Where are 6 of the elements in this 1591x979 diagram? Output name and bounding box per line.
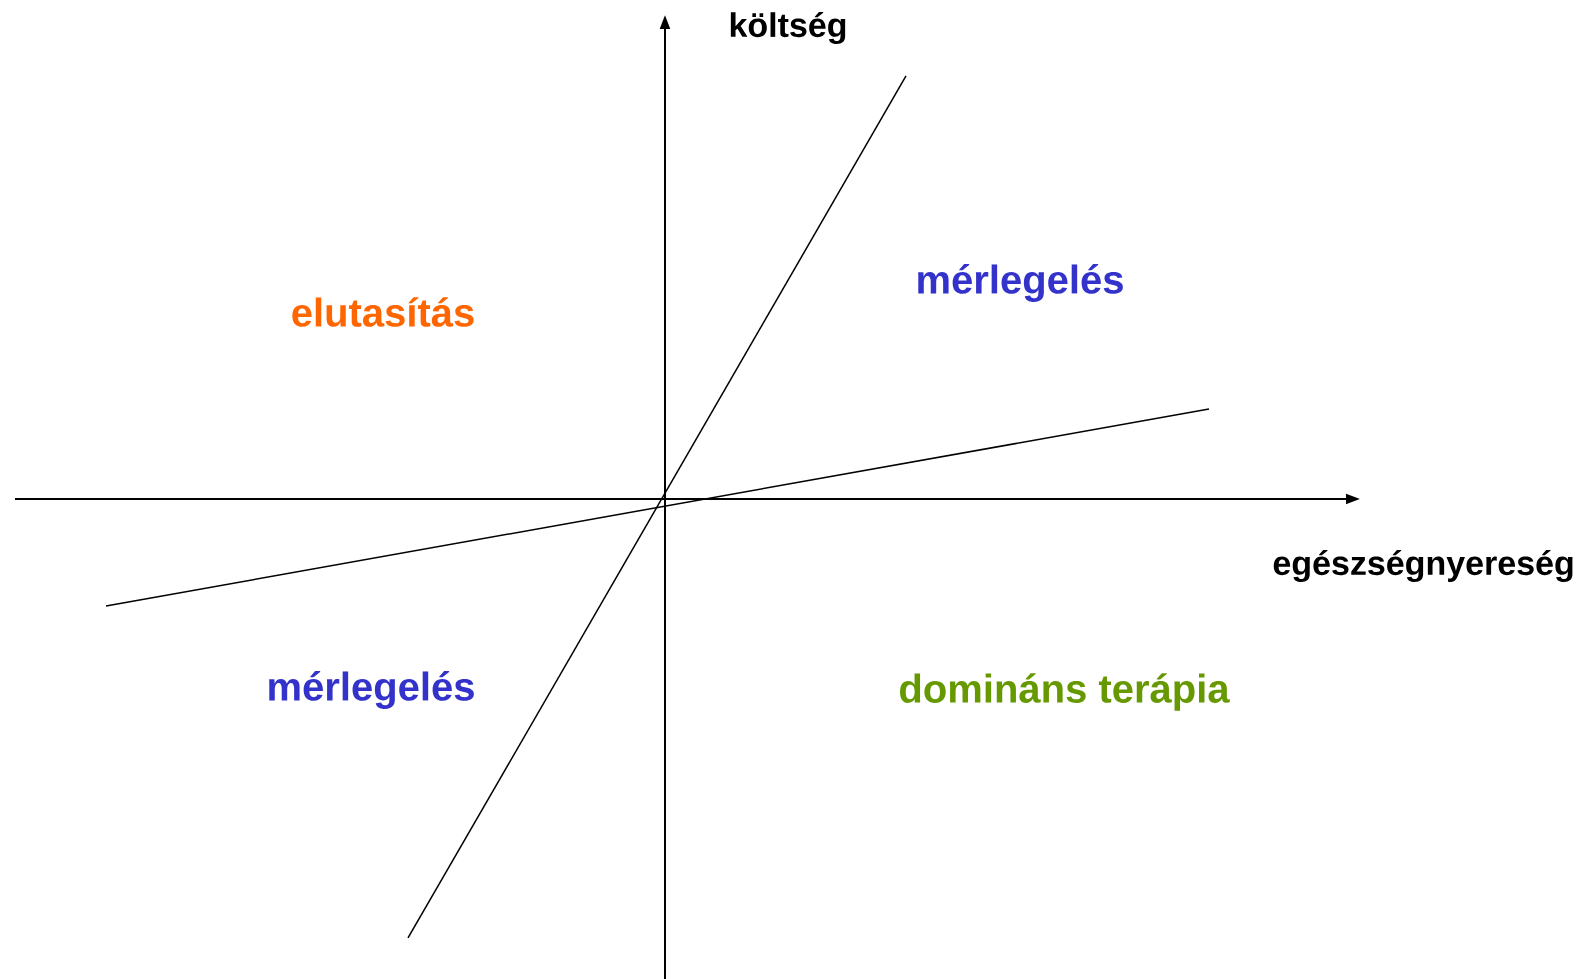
axis-label: költség	[730, 11, 846, 45]
axis-label: egészségnyereség	[1273, 549, 1573, 583]
region-label: mérlegelés	[269, 671, 474, 709]
region-label: mérlegelés	[918, 264, 1123, 302]
region-label: elutasítás	[292, 297, 474, 327]
region-label: domináns terápia	[900, 673, 1230, 711]
